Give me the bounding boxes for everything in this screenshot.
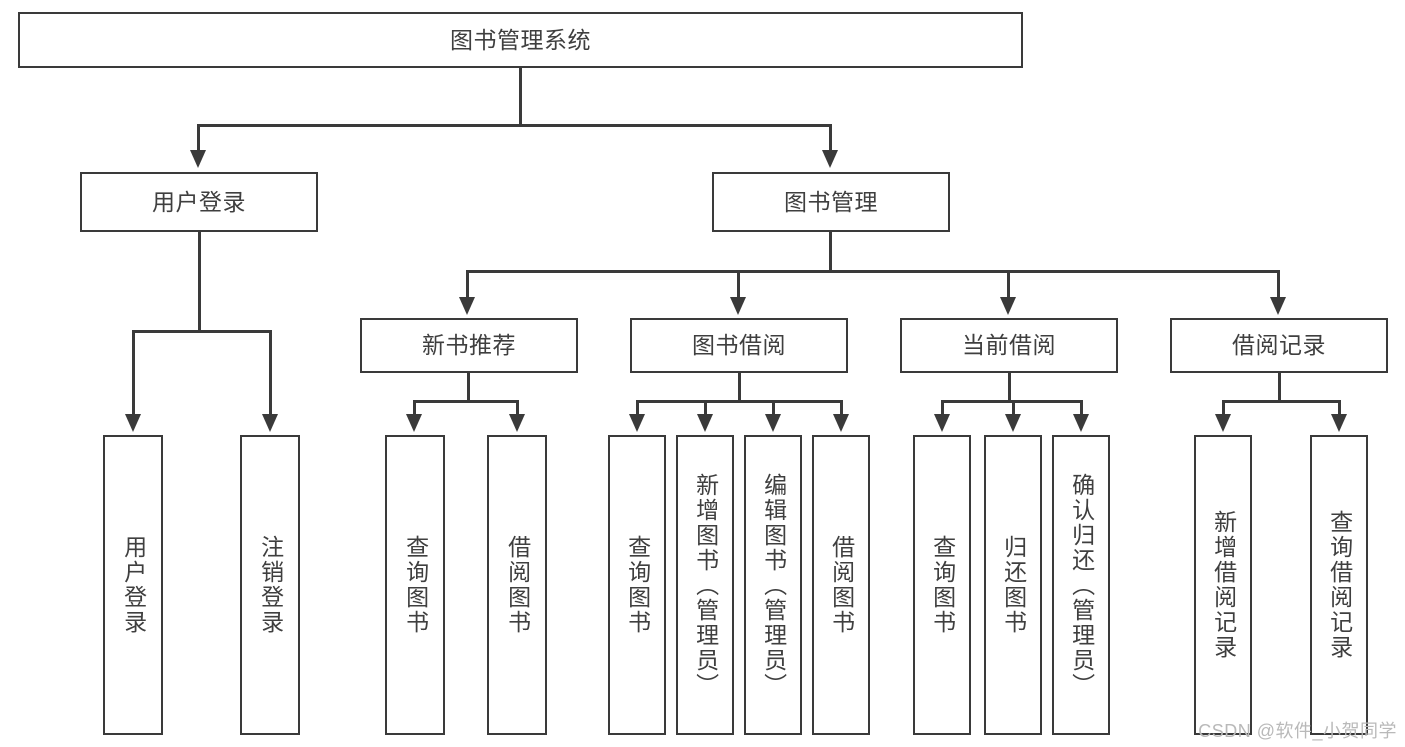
node-leaf-query-record-label: 查询借阅记录 [1326,510,1353,660]
node-new-book-recommend[interactable]: 新书推荐 [360,318,578,373]
edge-user-login-to-leaf2 [269,330,272,415]
node-leaf-add-book-admin[interactable]: 新增图书（管理员） [676,435,734,735]
arrow-br-to-leaf1 [1215,414,1231,432]
edge-bm-to-book-borrow [737,270,740,298]
edge-cb-to-leaf1 [941,400,944,416]
node-book-borrow[interactable]: 图书借阅 [630,318,848,373]
edge-nb-to-leaf1 [413,400,416,416]
arrow-root-to-book-manage [822,150,838,168]
edge-bm-to-current-borrow [1007,270,1010,298]
edge-user-login-bus [133,330,271,333]
edge-cb-to-leaf2 [1012,400,1015,416]
edge-book-manage-bus [467,270,1279,273]
node-current-borrow[interactable]: 当前借阅 [900,318,1118,373]
arrow-bb-to-leaf3 [765,414,781,432]
edge-book-manage-stem [829,232,832,272]
node-new-book-recommend-label: 新书推荐 [422,332,516,359]
node-leaf-query-book-rec[interactable]: 查询图书 [385,435,445,735]
arrow-user-login-to-leaf2 [262,414,278,432]
edge-new-book-stem [467,373,470,402]
node-leaf-borrow-book[interactable]: 借阅图书 [812,435,870,735]
node-leaf-confirm-return-admin[interactable]: 确认归还（管理员） [1052,435,1110,735]
edge-current-borrow-bus [942,400,1081,403]
arrow-bb-to-leaf1 [629,414,645,432]
node-leaf-add-record[interactable]: 新增借阅记录 [1194,435,1252,735]
node-leaf-query-book-cur[interactable]: 查询图书 [913,435,971,735]
arrow-bm-to-book-borrow [730,297,746,315]
node-book-manage[interactable]: 图书管理 [712,172,950,232]
node-root[interactable]: 图书管理系统 [18,12,1023,68]
arrow-root-to-user-login [190,150,206,168]
edge-br-to-leaf1 [1222,400,1225,416]
edge-cb-to-leaf3 [1080,400,1083,416]
edge-user-login-to-leaf1 [132,330,135,415]
node-leaf-add-book-admin-label: 新增图书（管理员） [692,472,719,698]
edge-root-to-book-manage [829,124,832,151]
edge-bb-to-leaf1 [636,400,639,416]
node-user-login[interactable]: 用户登录 [80,172,318,232]
node-leaf-edit-book-admin[interactable]: 编辑图书（管理员） [744,435,802,735]
node-leaf-query-book-borrow[interactable]: 查询图书 [608,435,666,735]
arrow-bm-to-new-book [459,297,475,315]
edge-bm-to-new-book [466,270,469,298]
node-leaf-confirm-return-admin-label: 确认归还（管理员） [1068,472,1095,698]
node-book-borrow-label: 图书借阅 [692,332,786,359]
edge-nb-to-leaf2 [516,400,519,416]
edge-borrow-record-bus [1223,400,1340,403]
node-leaf-user-login-label: 用户登录 [120,535,147,635]
edge-new-book-bus [414,400,519,403]
edge-br-to-leaf2 [1338,400,1341,416]
edge-bb-to-leaf2 [704,400,707,416]
edge-borrow-record-stem [1278,373,1281,402]
edge-bb-to-leaf4 [840,400,843,416]
node-leaf-query-book-borrow-label: 查询图书 [624,535,651,635]
arrow-nb-to-leaf2 [509,414,525,432]
watermark-text: CSDN @软件_小贺同学 [1198,721,1397,741]
node-book-manage-label: 图书管理 [784,188,878,215]
node-leaf-borrow-book-rec-label: 借阅图书 [504,535,531,635]
node-leaf-return-book[interactable]: 归还图书 [984,435,1042,735]
edge-root-stem [519,68,522,125]
node-leaf-edit-book-admin-label: 编辑图书（管理员） [760,472,787,698]
node-leaf-user-login[interactable]: 用户登录 [103,435,163,735]
arrow-bb-to-leaf2 [697,414,713,432]
node-leaf-add-record-label: 新增借阅记录 [1210,510,1237,660]
node-leaf-logout[interactable]: 注销登录 [240,435,300,735]
node-leaf-query-book-cur-label: 查询图书 [929,535,956,635]
arrow-nb-to-leaf1 [406,414,422,432]
arrow-bm-to-current-borrow [1000,297,1016,315]
edge-bm-to-borrow-record [1277,270,1280,298]
node-root-label: 图书管理系统 [450,26,591,53]
node-current-borrow-label: 当前借阅 [962,332,1056,359]
arrow-bm-to-borrow-record [1270,297,1286,315]
arrow-user-login-to-leaf1 [125,414,141,432]
edge-root-to-user-login [197,124,200,151]
node-leaf-borrow-book-rec[interactable]: 借阅图书 [487,435,547,735]
edge-book-borrow-stem [738,373,741,402]
arrow-br-to-leaf2 [1331,414,1347,432]
node-leaf-query-book-rec-label: 查询图书 [402,535,429,635]
arrow-cb-to-leaf2 [1005,414,1021,432]
edge-root-bus [198,124,831,127]
node-user-login-label: 用户登录 [152,188,246,215]
node-leaf-query-record[interactable]: 查询借阅记录 [1310,435,1368,735]
edge-bb-to-leaf3 [772,400,775,416]
node-leaf-return-book-label: 归还图书 [1000,535,1027,635]
node-leaf-borrow-book-label: 借阅图书 [828,535,855,635]
edge-current-borrow-stem [1008,373,1011,402]
arrow-cb-to-leaf1 [934,414,950,432]
arrow-cb-to-leaf3 [1073,414,1089,432]
edge-book-borrow-bus [637,400,842,403]
node-leaf-logout-label: 注销登录 [257,535,284,635]
edge-user-login-stem [198,232,201,332]
arrow-bb-to-leaf4 [833,414,849,432]
node-borrow-record-label: 借阅记录 [1232,332,1326,359]
node-borrow-record[interactable]: 借阅记录 [1170,318,1388,373]
